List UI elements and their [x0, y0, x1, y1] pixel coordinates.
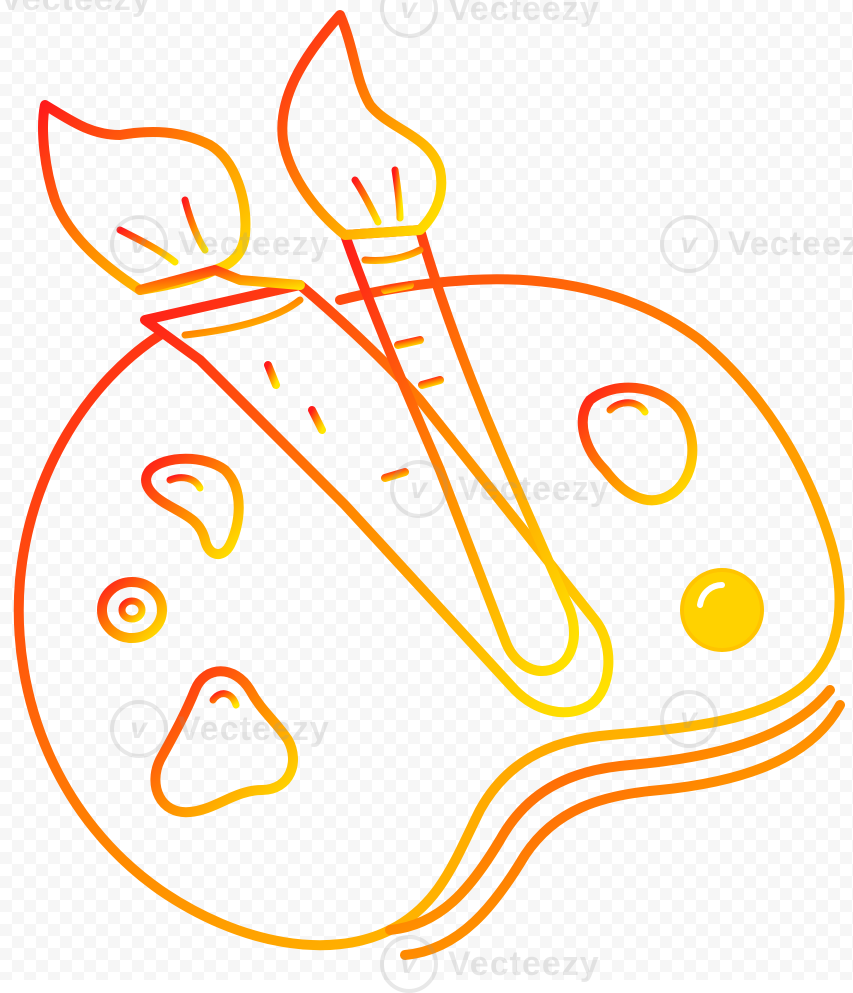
brush-small-dash-2: [394, 336, 424, 349]
paint-blob-right-inner: [606, 399, 649, 416]
paint-blob-small-ring-inner: [118, 597, 146, 623]
brush-large-dash-2: [308, 406, 326, 434]
paint-blob-bottom-left-inner: [209, 690, 240, 709]
brush-small-handle: [340, 225, 579, 676]
brush-large-bristles: [38, 100, 251, 295]
brush-small-bristle-line-2: [391, 166, 404, 222]
brush-large-dash-3: [381, 468, 409, 482]
paint-dot-yellow-shine: [697, 582, 725, 608]
paint-blob-right: [577, 382, 698, 506]
paint-blob-bottom-left: [150, 666, 298, 818]
palette-edge-lower: [400, 700, 845, 960]
brush-large-bristle-line-1: [116, 226, 179, 266]
brush-small-dash-3: [418, 376, 444, 389]
brush-large-handle: [140, 280, 614, 718]
paint-blob-small-ring: [97, 577, 167, 643]
brush-large-dash-1: [264, 361, 280, 389]
paint-blob-top-left-highlight: [166, 474, 204, 492]
brush-small-bristle-line-1: [351, 176, 382, 226]
palette-edge: [385, 685, 835, 935]
brush-large-handle-seam: [181, 296, 304, 339]
brush-large-ferrule: [135, 265, 305, 295]
brush-large-bristle-line-2: [181, 196, 209, 254]
brush-small-dash-1: [381, 281, 414, 294]
brush-small-bristles: [277, 10, 447, 240]
brush-small-seam: [361, 246, 424, 264]
paint-dot-yellow: [680, 568, 764, 652]
paint-blob-top-left: [141, 453, 244, 559]
palette-outline: [13, 274, 845, 951]
